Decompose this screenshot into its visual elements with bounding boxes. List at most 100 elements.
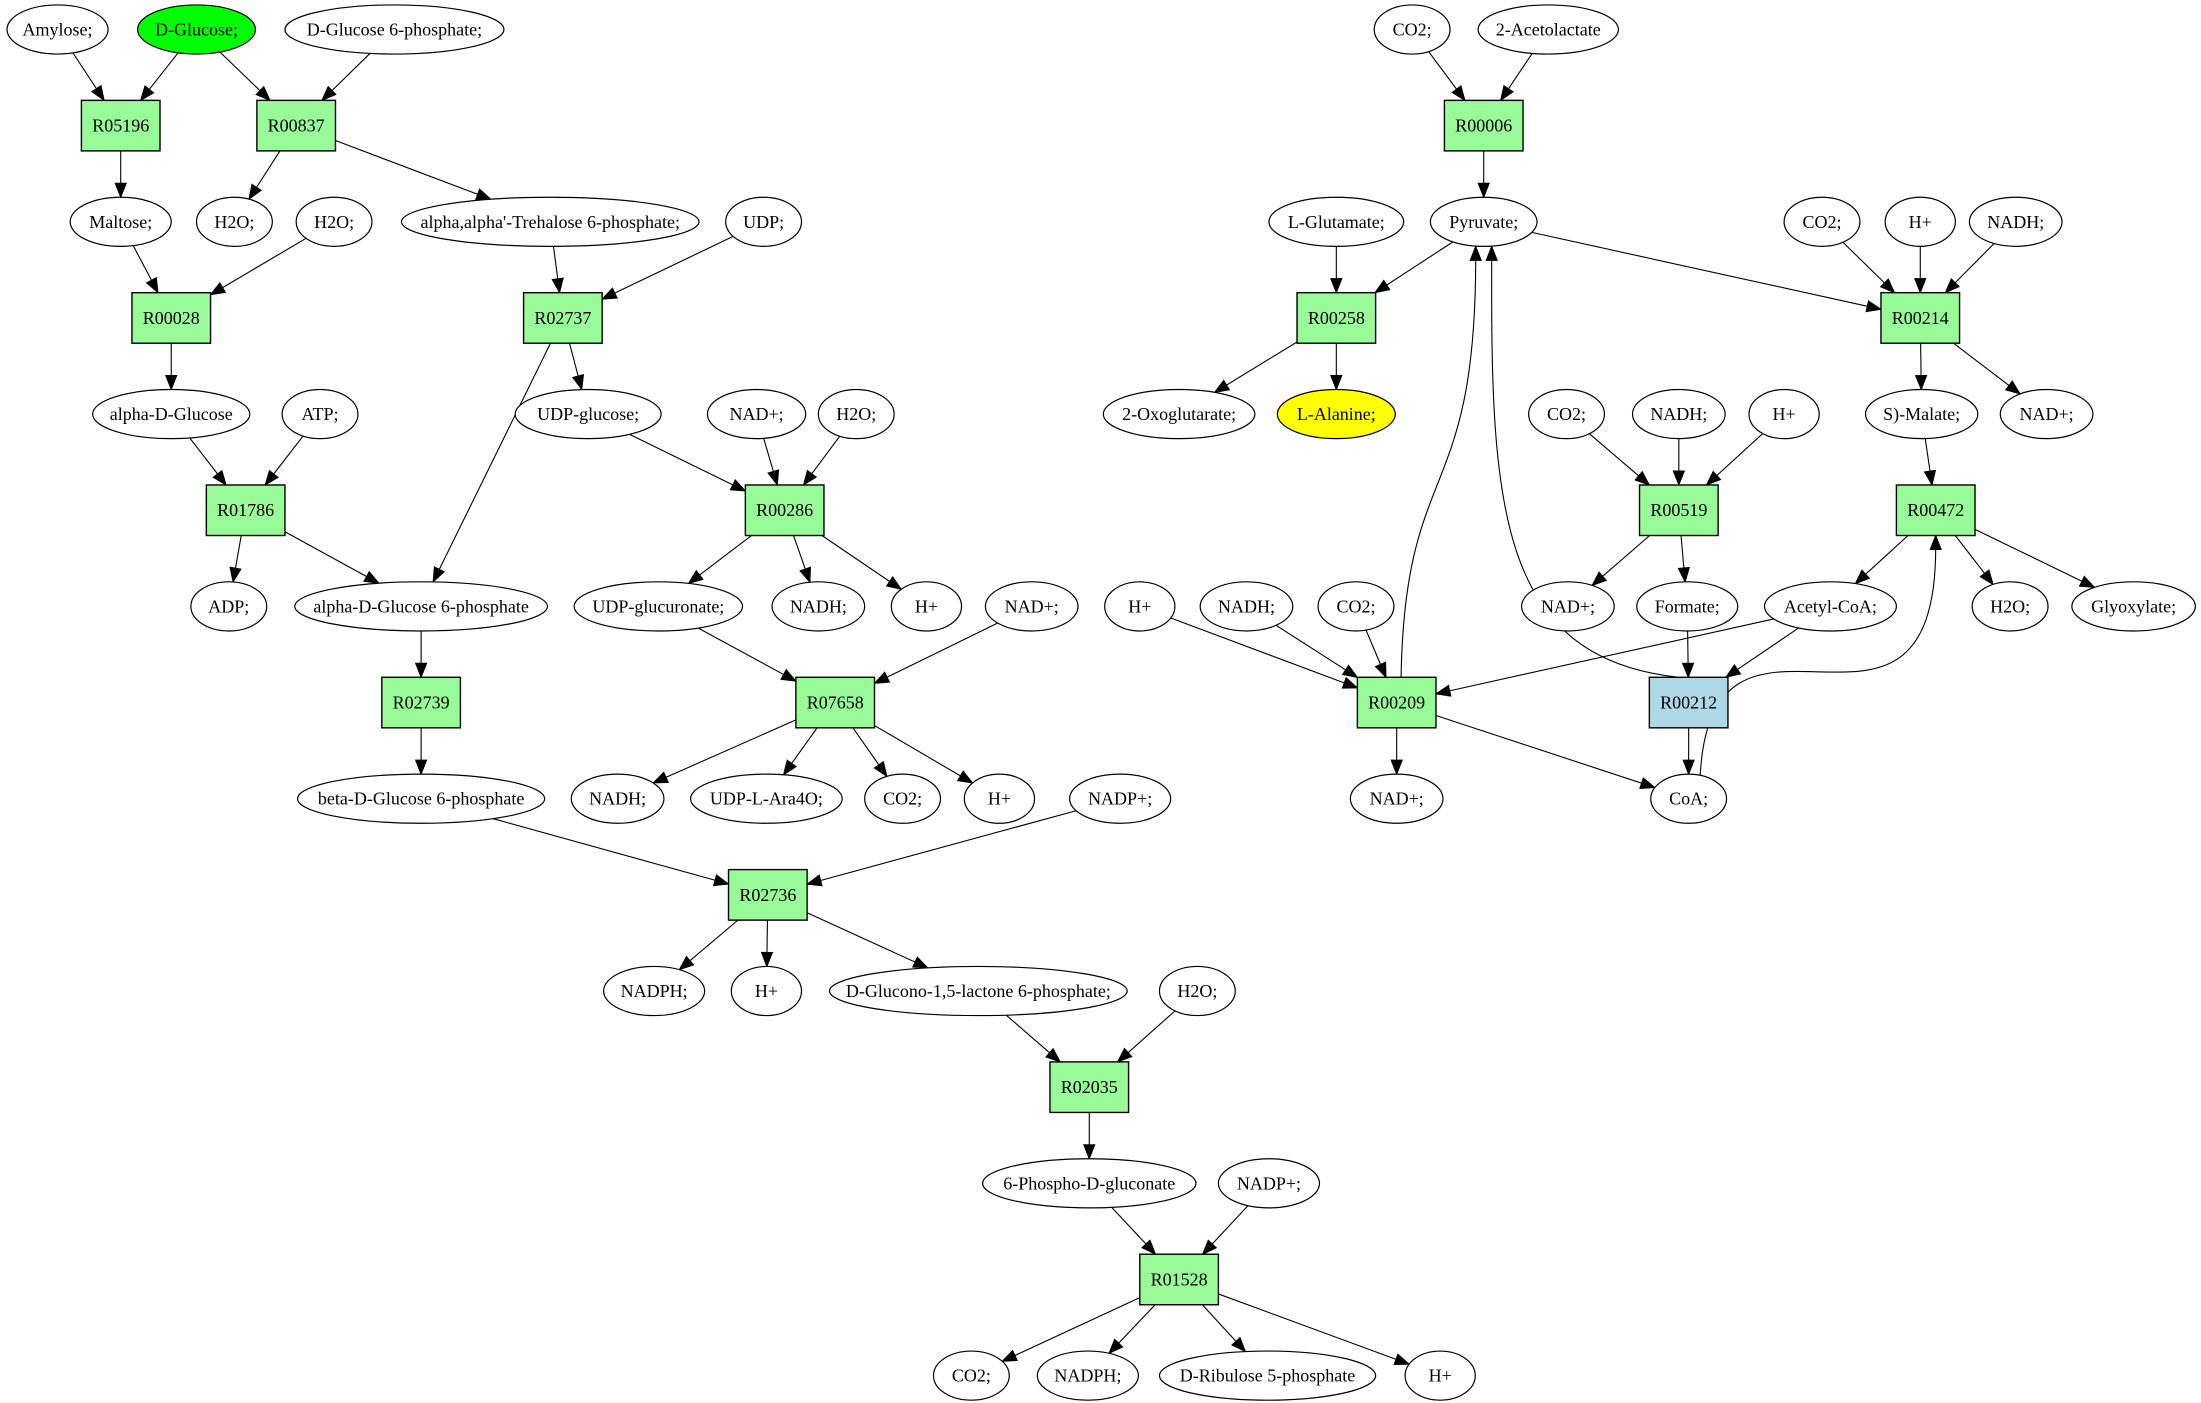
compound-node[interactable]: UDP-glucose; (514, 388, 662, 440)
compound-node[interactable]: NADPH; (1036, 1350, 1139, 1401)
arrowhead (780, 668, 798, 682)
compound-node[interactable]: NAD+; (706, 388, 807, 440)
compound-node[interactable]: alpha-D-Glucose (92, 388, 251, 440)
compound-node[interactable]: Acetyl-CoA; (1763, 581, 1897, 632)
compound-node[interactable]: CoA; (1650, 773, 1728, 824)
reaction-box (1139, 1253, 1220, 1306)
arrowhead (1879, 278, 1896, 294)
compound-node[interactable]: alpha,alpha'-Trehalose 6-phosphate; (400, 196, 700, 247)
compound-node[interactable]: Pyruvate; (1429, 196, 1538, 247)
arrowhead (687, 569, 704, 585)
compound-node[interactable]: S)-Malate; (1864, 388, 1979, 440)
compound-node[interactable]: CO2; (864, 773, 942, 824)
node-label: D-Glucose; (155, 19, 238, 39)
compound-node[interactable]: CO2; (1783, 196, 1861, 247)
reaction-node[interactable]: R02739 (381, 676, 462, 729)
reaction-box (1049, 1061, 1130, 1114)
compound-node[interactable]: D-Glucono-1,5-lactone 6-phosphate; (828, 965, 1128, 1017)
reaction-node[interactable]: R02737 (522, 291, 603, 344)
reaction-node[interactable]: R00212 (1648, 676, 1729, 729)
compound-node[interactable]: ADP; (190, 581, 268, 632)
compound-node[interactable]: NAD+; (1521, 581, 1615, 632)
compound-node[interactable]: CO2; (932, 1350, 1010, 1401)
reaction-node[interactable]: R02736 (727, 868, 808, 921)
reaction-node[interactable]: R00286 (744, 484, 825, 537)
compound-ellipse (1104, 581, 1176, 632)
compound-node[interactable]: UDP; (725, 196, 803, 247)
edge (335, 139, 493, 200)
reaction-node[interactable]: R07658 (795, 676, 876, 729)
compound-node[interactable]: H+ (1748, 388, 1820, 440)
compound-node[interactable]: CO2; (1528, 388, 1606, 440)
reaction-node[interactable]: R00214 (1880, 291, 1961, 344)
arrowhead (1373, 279, 1391, 294)
edge (139, 52, 179, 102)
compound-node[interactable]: H+ (890, 581, 963, 632)
compound-node[interactable]: beta-D-Glucose 6-phosphate (296, 773, 546, 824)
node-label: NADH; (1650, 404, 1707, 424)
compound-node[interactable]: NADH; (771, 581, 866, 632)
edge (1589, 433, 1651, 486)
compound-node[interactable]: H+ (730, 965, 803, 1017)
reaction-node[interactable]: R00209 (1356, 676, 1437, 729)
compound-node[interactable]: alpha-D-Glucose 6-phosphate (294, 581, 549, 632)
compound-node[interactable]: Maltose; (69, 196, 172, 247)
compound-node[interactable]: NAD+; (984, 581, 1079, 632)
compound-node[interactable]: Formate; (1636, 581, 1739, 632)
arrowhead (551, 277, 564, 295)
compound-node[interactable]: CO2; (1317, 581, 1395, 632)
edge-line (437, 342, 551, 572)
compound-node[interactable]: 2-Oxoglutarate; (1102, 388, 1256, 440)
edge-line (330, 53, 371, 93)
node-label: alpha,alpha'-Trehalose 6-phosphate; (420, 212, 680, 232)
arrowhead (912, 956, 930, 969)
compound-node[interactable]: CO2; (1373, 4, 1451, 55)
compound-node[interactable]: NADH; (1631, 388, 1726, 440)
reaction-node[interactable]: R01528 (1139, 1253, 1220, 1306)
compound-node[interactable]: L-Glutamate; (1268, 196, 1405, 247)
compound-node[interactable]: H+ (1104, 581, 1176, 632)
compound-node[interactable]: D-Glucose; (136, 4, 257, 55)
reaction-node[interactable]: R00006 (1443, 99, 1524, 152)
compound-node[interactable]: UDP-L-Ara4O; (690, 773, 843, 824)
reaction-node[interactable]: R02035 (1049, 1061, 1130, 1114)
reaction-node[interactable]: R01786 (205, 484, 286, 537)
arrowhead (139, 85, 155, 102)
compound-node[interactable]: H+ (1404, 1350, 1476, 1401)
reaction-node[interactable]: R00472 (1895, 484, 1976, 537)
compound-node[interactable]: H2O; (1158, 965, 1236, 1017)
compound-node[interactable]: 2-Acetolactate (1477, 4, 1620, 55)
compound-node[interactable]: H2O; (295, 196, 373, 247)
compound-node[interactable]: NADP+; (1217, 1158, 1321, 1209)
compound-node[interactable]: H+ (1884, 196, 1956, 247)
compound-node[interactable]: H2O; (195, 196, 273, 247)
compound-node[interactable]: Amylose; (6, 4, 109, 55)
arrowhead (1374, 661, 1387, 679)
reaction-node[interactable]: R00258 (1296, 291, 1377, 344)
reaction-node[interactable]: R00028 (131, 291, 212, 344)
compound-node[interactable]: NAD+; (1999, 388, 2094, 440)
compound-node[interactable]: NADH; (1199, 581, 1294, 632)
compound-node[interactable]: NAD+; (1349, 773, 1444, 824)
compound-node[interactable]: NADH; (570, 773, 665, 824)
compound-node[interactable]: NADH; (1968, 196, 2063, 247)
compound-node[interactable]: ATP; (281, 388, 359, 440)
compound-node[interactable]: H+ (963, 773, 1036, 824)
compound-node[interactable]: H2O; (817, 388, 895, 440)
compound-node[interactable]: UDP-glucuronate; (573, 581, 744, 632)
edge-line (1735, 627, 1799, 672)
compound-node[interactable]: D-Ribulose 5-phosphate (1158, 1350, 1377, 1401)
compound-node[interactable]: NADP+; (1069, 773, 1172, 824)
edge (551, 246, 564, 295)
compound-node[interactable]: L-Alanine; (1276, 388, 1396, 440)
compound-node[interactable]: D-Glucose 6-phosphate; (284, 4, 505, 55)
compound-node[interactable]: 6-Phospho-D-gluconate (981, 1158, 1197, 1209)
reaction-node[interactable]: R00837 (256, 99, 337, 152)
compound-node[interactable]: Glyoxylate; (2071, 581, 2196, 632)
reaction-node[interactable]: R05196 (80, 99, 161, 152)
compound-node[interactable]: H2O; (1971, 581, 2049, 632)
edge (1435, 714, 1657, 789)
edge (321, 53, 371, 102)
reaction-node[interactable]: R00519 (1638, 484, 1719, 537)
compound-node[interactable]: NADPH; (602, 965, 706, 1017)
